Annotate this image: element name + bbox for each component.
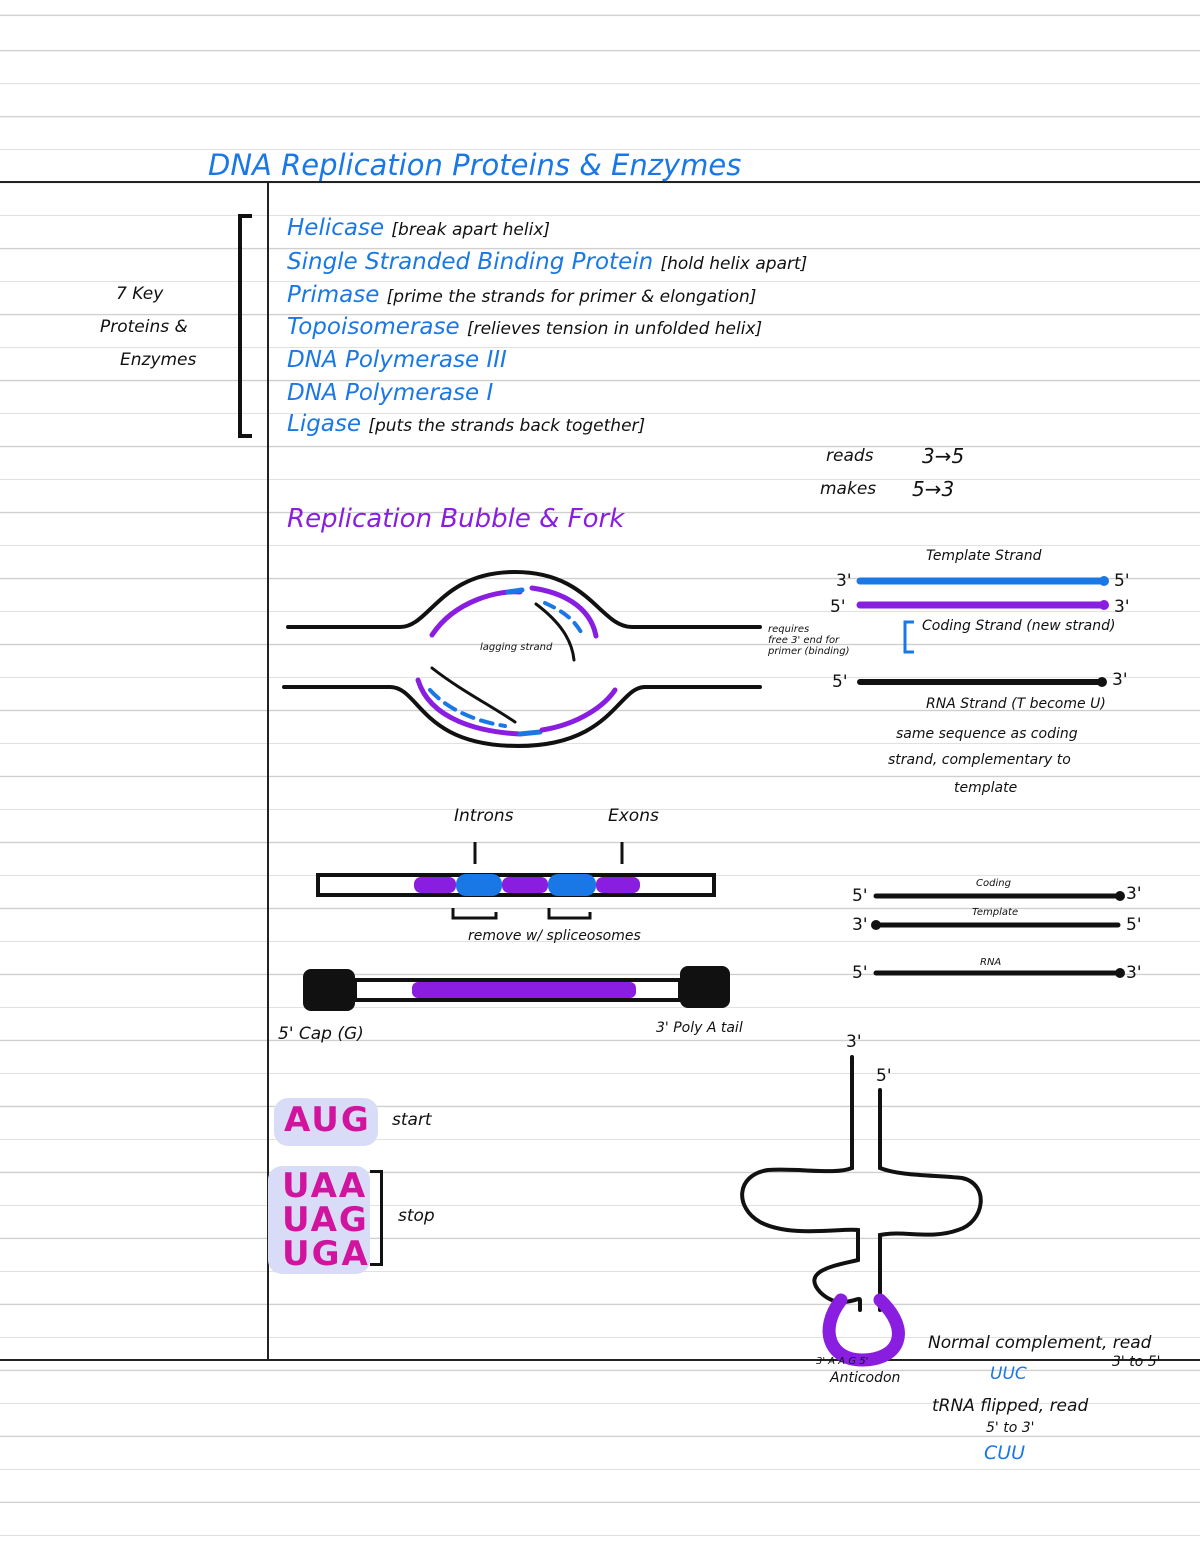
strand-diagram-2 [871,891,1125,978]
trna-5-prime: 5' [876,1066,892,1086]
template-end-left: 3' [836,571,852,591]
rna-end-left: 5' [832,672,848,692]
rna-end-right: 3' [1112,670,1128,690]
stop-codon-2: UAG [282,1200,369,1240]
rna2-end-left: 5' [852,963,868,983]
enzyme-name: Topoisomerase [287,314,460,340]
coding-end-right: 3' [1114,597,1130,617]
coding2-label: Coding [976,878,1011,889]
requires-primer-note: requires free 3' end for primer (binding… [768,624,850,657]
template2-label: Template [972,907,1019,918]
enzyme-name: Ligase [287,411,362,437]
top-rule [0,181,1200,183]
enzyme-note: [prime the strands for primer & elongati… [386,287,757,307]
trna-3-prime: 3' [846,1032,862,1052]
trna-flipped-value: CUU [984,1442,1026,1464]
bottom-rule [0,1359,1200,1361]
pre-mrna-diagram [316,842,716,920]
normal-direction: 3' to 5' [1112,1354,1161,1370]
stop-label: stop [398,1206,435,1226]
enzyme-item-topoisomerase: Topoisomerase [relieves tension in unfol… [287,314,762,340]
enzyme-note: [break apart helix] [391,220,551,240]
rna2-end-right: 3' [1126,963,1142,983]
enzyme-name: DNA Polymerase III [287,347,507,373]
requires-primer-line: primer (binding) [768,646,850,657]
enzyme-name: Primase [287,282,380,308]
start-codon-highlight [274,1098,378,1146]
makes-value: 5→3 [912,477,955,501]
enzyme-note: [hold helix apart] [660,254,808,274]
template-strand-label: Template Strand [926,548,1042,564]
normal-complement-label: Normal complement, read [928,1333,1152,1353]
mature-mrna-diagram [303,966,730,1011]
reads-value: 3→5 [922,444,965,468]
enzyme-name: Helicase [287,215,385,241]
rna-note-line-2: strand, complementary to [888,752,1071,768]
enzyme-note: [relieves tension in unfolded helix] [466,319,763,339]
exons-label: Exons [608,806,659,826]
strand-diagram-1 [856,576,1109,687]
start-codon: AUG [284,1100,371,1140]
margin-note-line-3: Enzymes [120,350,197,370]
template2-end-left: 3' [852,915,868,935]
replication-bubble-diagram [282,569,762,749]
enzyme-item-dna-pol-3: DNA Polymerase III [287,347,507,373]
coding2-end-right: 3' [1126,884,1142,904]
margin-note-line-2: Proteins & [100,317,188,337]
enzyme-item-dna-pol-1: DNA Polymerase I [287,380,493,406]
coding-end-left: 5' [830,597,846,617]
coding-strand-label: Coding Strand (new strand) [922,618,1116,634]
enzyme-item-helicase: Helicase [break apart helix] [287,215,550,241]
tail-label: 3' Poly A tail [656,1020,743,1036]
enzyme-name: DNA Polymerase I [287,380,494,406]
template-end-right: 5' [1114,571,1130,591]
page-title: DNA Replication Proteins & Enzymes [208,148,742,182]
stop-codon-3: UGA [282,1234,370,1274]
makes-label: makes [820,479,877,499]
rna-note-line-1: same sequence as coding [896,726,1078,742]
template2-end-right: 5' [1126,915,1142,935]
stop-codon-highlight [268,1166,370,1274]
coding2-end-left: 5' [852,886,868,906]
enzyme-item-primase: Primase [prime the strands for primer & … [287,282,756,308]
stop-bracket [370,1170,383,1266]
enzyme-item-ssb: Single Stranded Binding Protein [hold he… [287,249,807,275]
margin-line [267,182,269,1360]
rna2-label: RNA [980,957,1002,968]
enzyme-bracket [238,214,252,438]
trna-diagram [740,1055,983,1367]
cap-label: 5' Cap (G) [278,1024,364,1044]
requires-primer-line: requires [768,624,810,635]
rna-note-line-3: template [954,780,1018,796]
section-heading-replication-bubble: Replication Bubble & Fork [287,504,625,534]
enzyme-item-ligase: Ligase [puts the strands back together] [287,411,645,437]
spliceosome-note: remove w/ spliceosomes [468,928,641,944]
enzyme-note: [puts the strands back together] [368,416,646,436]
stop-codon-1: UAA [282,1166,368,1206]
trna-flipped-label: tRNA flipped, read [932,1396,1089,1416]
rna-strand-label: RNA Strand (T become U) [926,696,1106,712]
bubble-strand-label: lagging strand [480,642,553,653]
anticodon-label: Anticodon [830,1370,901,1386]
trna-flipped-direction: 5' to 3' [986,1420,1035,1436]
start-label: start [392,1110,432,1130]
normal-complement-value: UUC [990,1364,1027,1384]
reads-label: reads [826,446,874,466]
anticodon-bases: 3' A A G 5' [816,1356,869,1367]
requires-primer-line: free 3' end for [768,635,840,646]
enzyme-name: Single Stranded Binding Protein [287,249,654,275]
introns-label: Introns [454,806,514,826]
margin-note-line-1: 7 Key [116,284,164,304]
